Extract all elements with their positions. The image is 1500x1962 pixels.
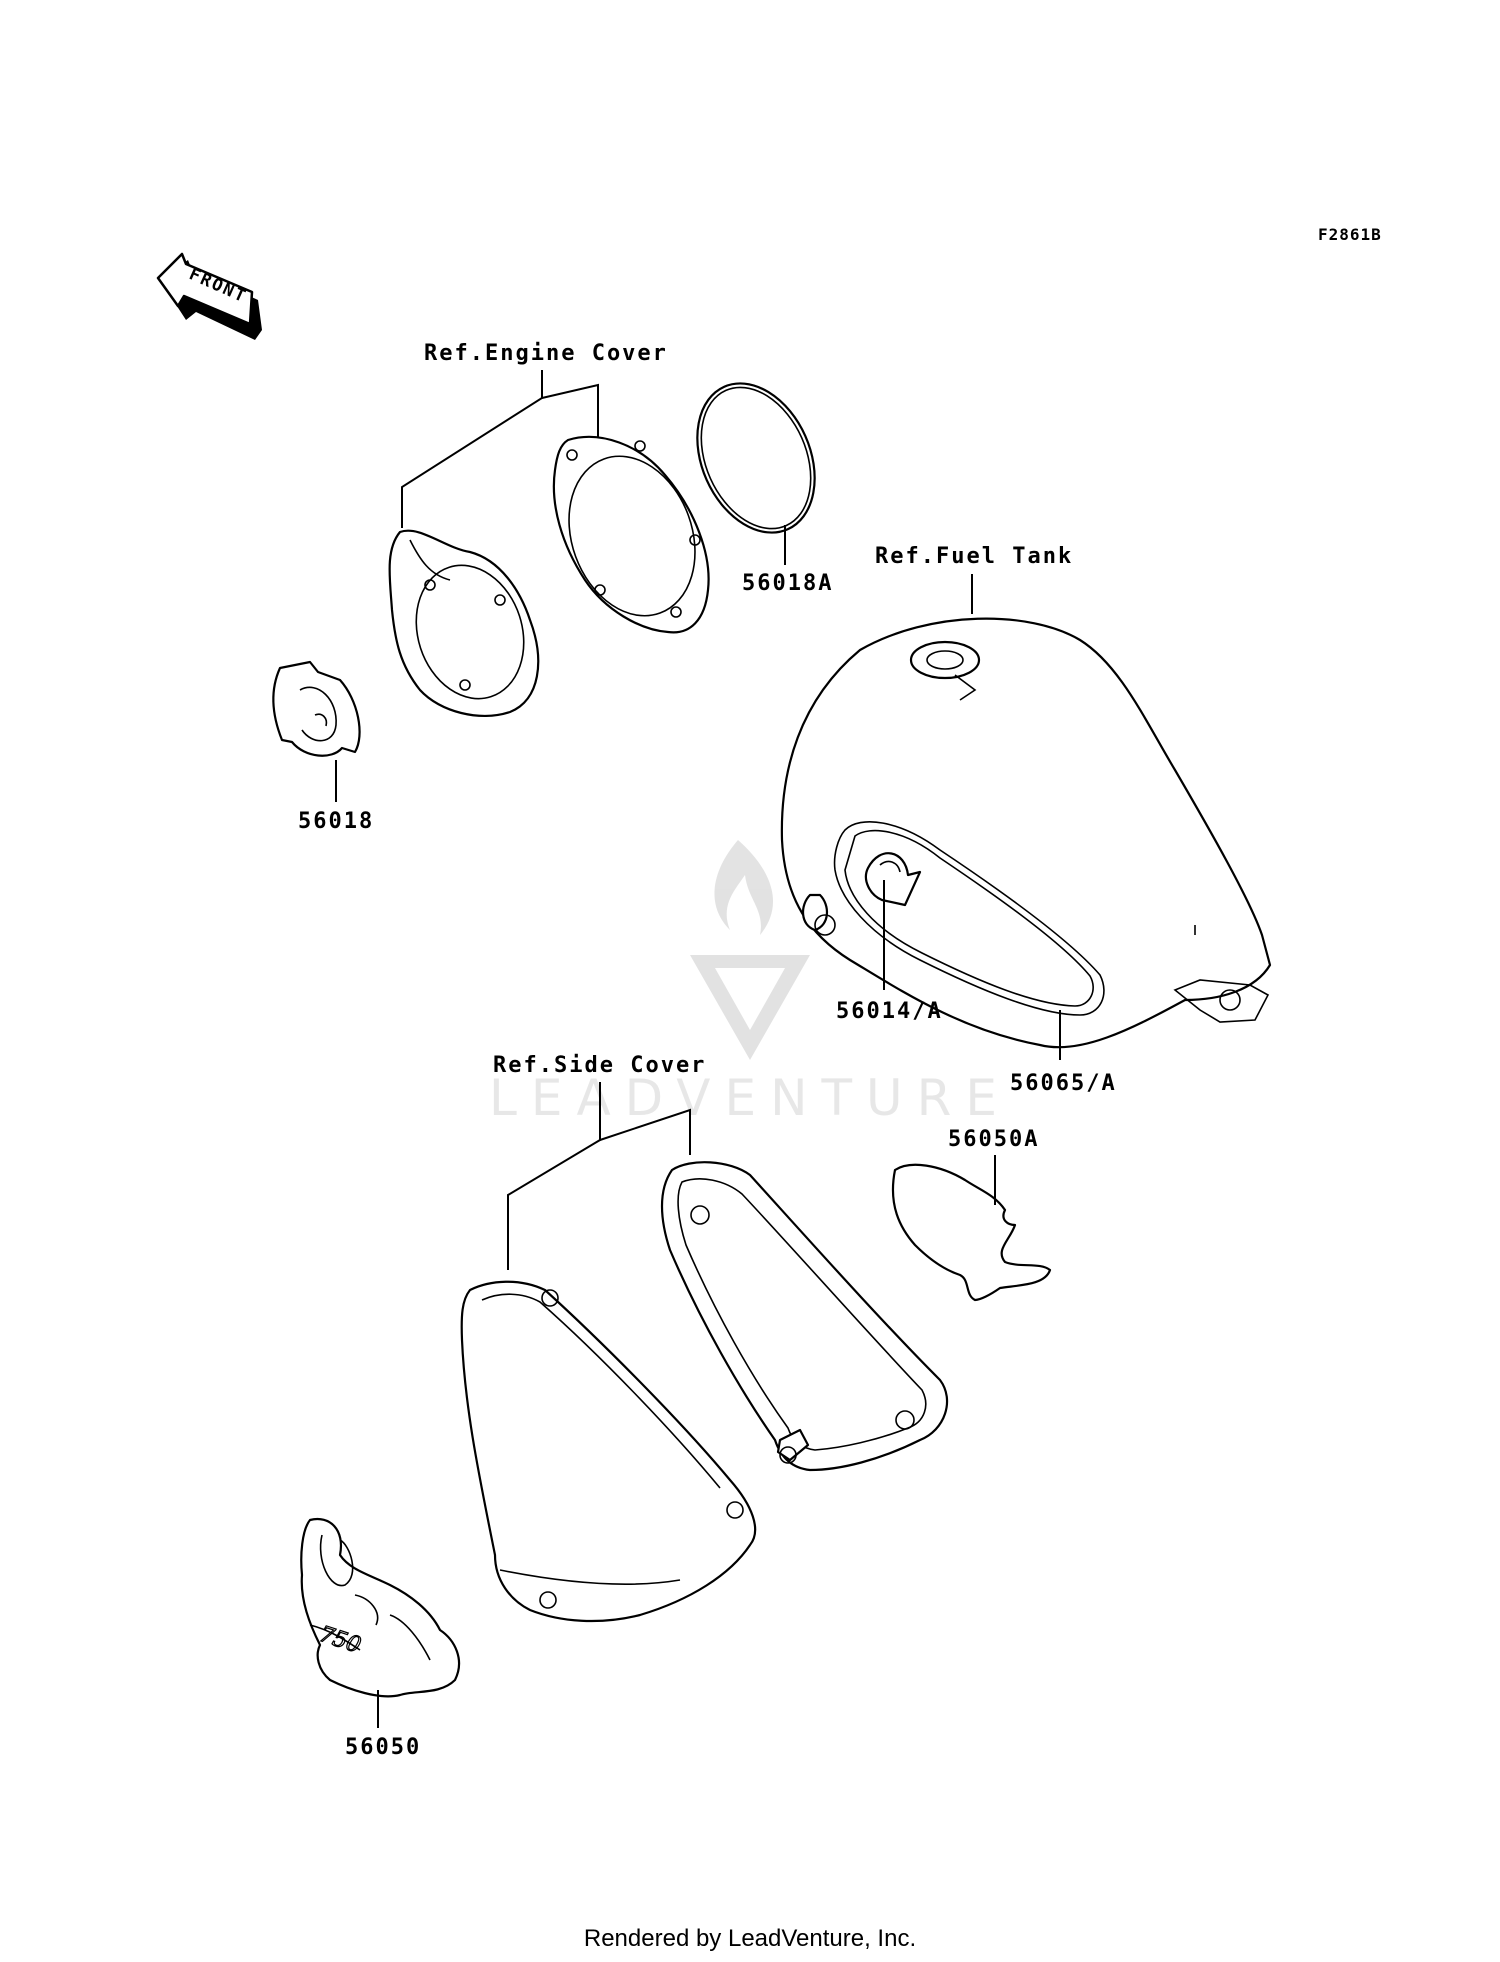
emblem-56050-part: 750 xyxy=(300,1517,461,1698)
engine-cover-part xyxy=(388,529,540,717)
washer-56018-part xyxy=(272,660,361,757)
front-arrow-icon: FRONT xyxy=(156,252,262,340)
part-56050-label: 56050 xyxy=(345,1735,421,1760)
side-cover-frame-part xyxy=(660,1161,949,1472)
leader-engine-cover-1 xyxy=(401,370,543,528)
leadventure-watermark-logo: LEADVENTURE xyxy=(489,840,1011,1127)
part-56018-label: 56018 xyxy=(298,809,374,834)
decal-56050A-part xyxy=(891,1163,1052,1302)
leader-side-cover-1 xyxy=(507,1082,601,1270)
part-56018A-label: 56018A xyxy=(742,571,833,596)
part-56014A-label: 56014/A xyxy=(836,999,943,1024)
ref-engine-cover-label: Ref.Engine Cover xyxy=(424,341,668,366)
fuel-tank-part xyxy=(780,617,1272,1049)
drawing-code: F2861B xyxy=(1318,225,1382,244)
part-56065A-label: 56065/A xyxy=(1010,1071,1117,1096)
ref-side-cover-label: Ref.Side Cover xyxy=(493,1053,706,1078)
footer-credit: Rendered by LeadVenture, Inc. xyxy=(583,1925,917,1952)
part-56050A-label: 56050A xyxy=(948,1127,1039,1152)
engine-cover-gasket-part xyxy=(552,435,710,634)
watermark-text: LEADVENTURE xyxy=(489,1069,1011,1127)
o-ring-56018A-part xyxy=(696,382,816,534)
leader-side-cover-2 xyxy=(599,1108,691,1155)
leader-engine-cover-2 xyxy=(541,383,599,445)
side-cover-part xyxy=(460,1280,757,1623)
ref-fuel-tank-label: Ref.Fuel Tank xyxy=(875,544,1073,569)
